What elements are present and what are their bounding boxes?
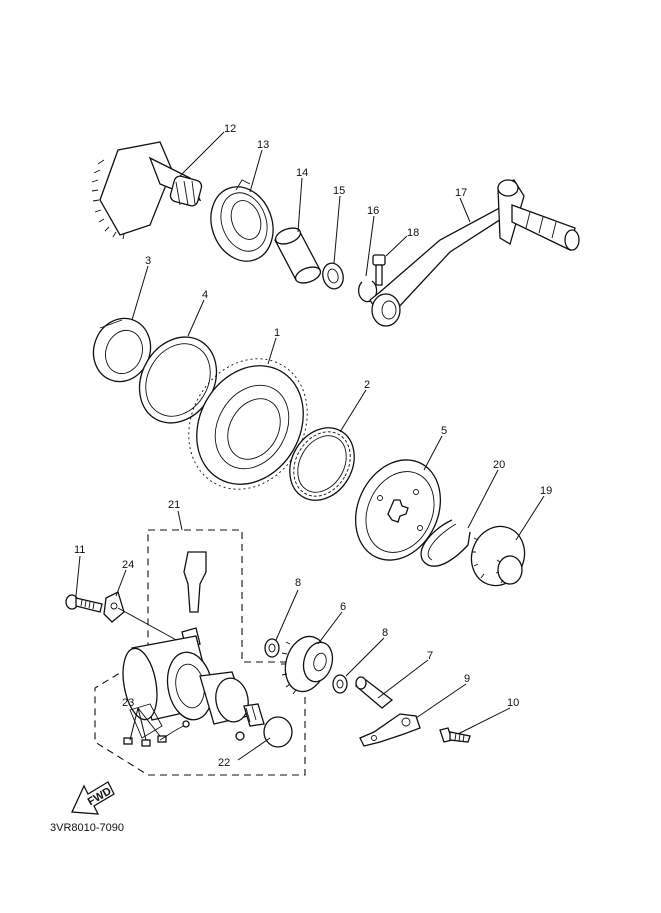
callout-24: 24 [122, 559, 134, 571]
callout-labels: 12 13 14 15 16 18 17 3 4 1 2 5 20 19 21 … [74, 123, 552, 769]
callout-20: 20 [493, 459, 505, 471]
callout-16: 16 [367, 205, 379, 217]
spring-part-13 [210, 179, 274, 262]
callout-9: 9 [464, 673, 470, 685]
clutch-plate-part-5 [354, 459, 442, 561]
circlip-part-16 [357, 280, 378, 303]
lead-wire [117, 607, 181, 643]
pinion-gear-part-19 [470, 525, 526, 587]
callout-22: 22 [218, 757, 230, 769]
callout-4: 4 [202, 289, 208, 301]
callout-8a: 8 [295, 577, 301, 589]
o-ring-part-22 [263, 716, 293, 748]
callout-19: 19 [540, 485, 552, 497]
sleeve-part-14 [274, 227, 322, 284]
washer-part-15 [322, 262, 344, 290]
callout-7: 7 [427, 650, 433, 662]
callout-5: 5 [441, 425, 447, 437]
callout-3: 3 [145, 255, 151, 267]
callout-15: 15 [333, 185, 345, 197]
callout-10: 10 [507, 697, 519, 709]
starter-assembly-boundary [94, 529, 306, 776]
shaft-part-7 [354, 676, 394, 709]
fwd-label: FWD [86, 785, 114, 808]
leader-lines [75, 131, 545, 761]
callout-6: 6 [340, 601, 346, 613]
callout-21: 21 [168, 499, 180, 511]
plate-part-9 [359, 713, 421, 747]
brush-set-part-23 [123, 703, 190, 747]
kick-crank-part-17 [369, 179, 580, 327]
spring-clip-part-20 [420, 519, 471, 567]
callout-13: 13 [257, 139, 269, 151]
callout-1: 1 [274, 327, 280, 339]
idler-gear-part-6 [281, 635, 334, 695]
callout-14: 14 [296, 167, 308, 179]
callout-18: 18 [407, 227, 419, 239]
kick-shaft-part-12 [91, 141, 203, 240]
callout-12: 12 [224, 123, 236, 135]
screw-part-11 [65, 594, 103, 613]
fwd-arrow-icon: FWD [71, 781, 115, 815]
bolt-part-10 [439, 727, 471, 743]
callout-8b: 8 [382, 627, 388, 639]
washer-part-8a [264, 638, 280, 658]
bolt-part-18 [372, 254, 386, 286]
callout-17: 17 [455, 187, 467, 199]
diagram-code: 3VR8010-7090 [50, 822, 125, 834]
callout-2: 2 [364, 379, 370, 391]
starter-motor [122, 551, 265, 741]
callout-11: 11 [74, 544, 85, 556]
callout-23: 23 [122, 697, 134, 709]
clamp-part-24 [103, 591, 125, 623]
washer-part-8b [332, 674, 348, 694]
